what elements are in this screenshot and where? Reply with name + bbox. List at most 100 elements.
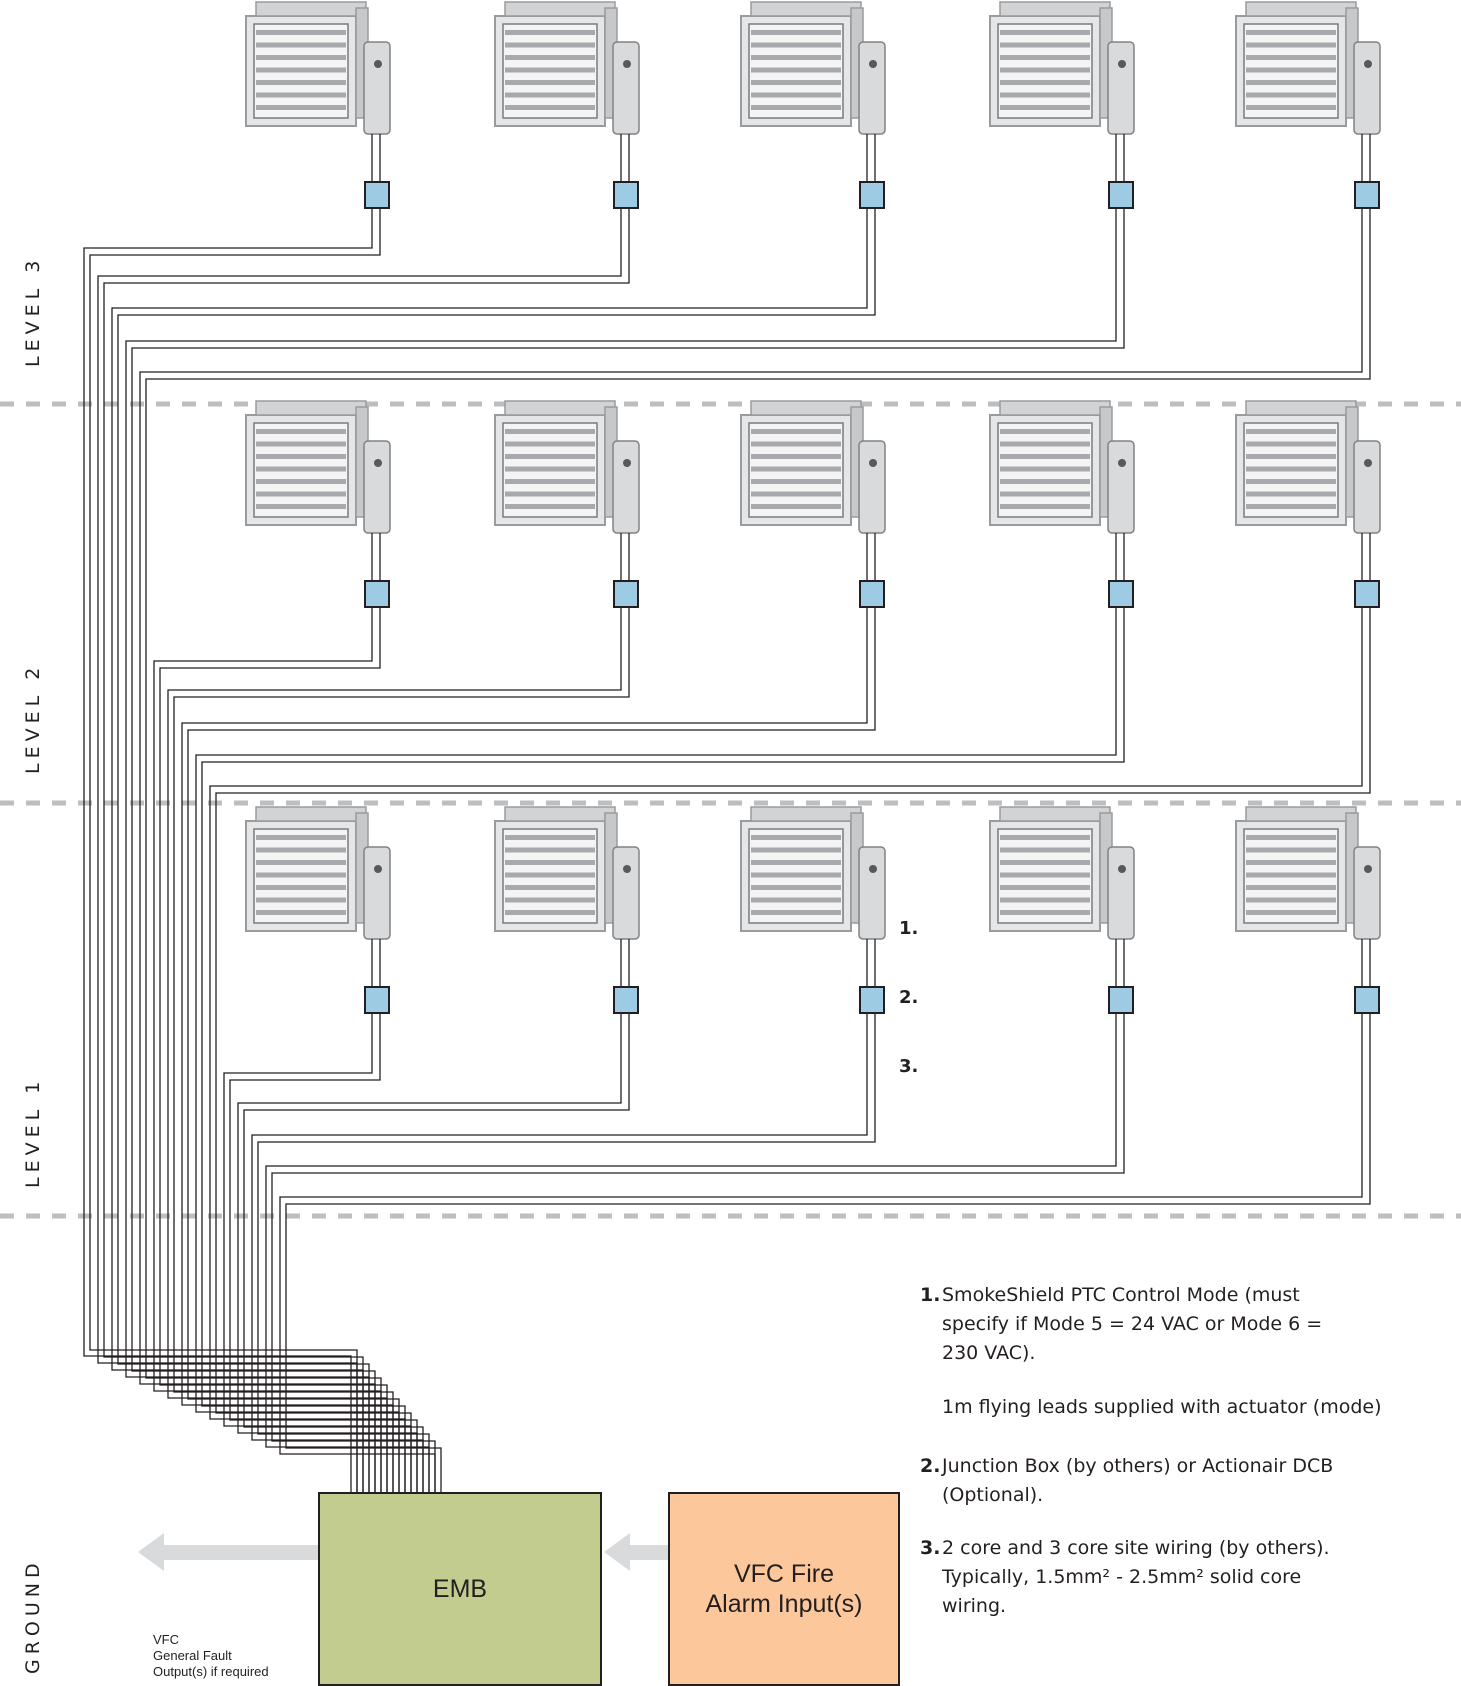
damper-blade — [1000, 885, 1090, 890]
damper-frame-top — [750, 806, 862, 822]
damper-blade — [1000, 105, 1090, 110]
actuator-knob — [1118, 60, 1126, 68]
fire-damper — [740, 400, 886, 608]
note-1-text: SmokeShield PTC Control Mode (must speci… — [942, 1284, 1323, 1364]
junction-box — [613, 580, 639, 608]
wire-conductor — [209, 607, 1363, 1492]
damper-frame-top — [750, 400, 862, 416]
damper-blade — [1246, 860, 1336, 865]
actuator-knob — [1364, 865, 1372, 873]
wire-conductor — [159, 607, 388, 1492]
wire-conductor — [243, 1013, 630, 1492]
actuator-knob — [623, 60, 631, 68]
wire-conductor — [279, 1013, 1363, 1492]
damper-blade — [751, 42, 841, 48]
damper-blade — [256, 105, 346, 110]
note-3-text: 2 core and 3 core site wiring (by others… — [942, 1537, 1330, 1617]
junction-box — [1354, 181, 1380, 209]
damper-blade — [751, 67, 841, 73]
actuator-knob — [1118, 459, 1126, 467]
actuator — [1353, 846, 1381, 940]
fault-output-line2: General Fault — [153, 1648, 232, 1663]
actuator-knob — [1364, 60, 1372, 68]
actuator — [858, 846, 886, 940]
damper-blade — [1246, 479, 1336, 484]
damper-blade — [256, 910, 346, 915]
damper-blade — [256, 491, 346, 497]
damper-blade — [1246, 441, 1336, 447]
damper-blade — [505, 897, 595, 903]
damper-blade — [1000, 429, 1090, 434]
wire-conductor — [195, 607, 1117, 1492]
damper-blade — [751, 441, 841, 447]
fire-dampers — [245, 1, 1381, 1014]
junction-box — [1108, 181, 1134, 209]
damper-blade — [256, 30, 346, 35]
damper-blade — [751, 847, 841, 853]
damper-frame-top — [255, 806, 367, 822]
junction-box — [1108, 580, 1134, 608]
damper-blade — [256, 479, 346, 484]
damper-blade — [1000, 55, 1090, 60]
wire-conductor — [111, 208, 868, 1492]
damper-blade — [1000, 80, 1090, 85]
damper-blade — [1246, 30, 1336, 35]
actuator — [1353, 440, 1381, 534]
damper-blade — [1000, 910, 1090, 915]
actuator — [1353, 41, 1381, 135]
damper-blade — [1246, 429, 1336, 434]
damper-blade — [505, 860, 595, 865]
damper-blade — [505, 847, 595, 853]
damper-blade — [1000, 847, 1090, 853]
actuator-knob — [374, 60, 382, 68]
damper-frame-top — [999, 1, 1111, 17]
damper-frame-top — [999, 400, 1111, 416]
damper-blade — [505, 429, 595, 434]
damper-blade — [1246, 847, 1336, 853]
damper-blade — [256, 466, 346, 472]
wire-conductor — [285, 1013, 1371, 1492]
fire-damper — [740, 806, 886, 1014]
damper-blade — [1246, 491, 1336, 497]
junction-box — [1108, 986, 1134, 1014]
level-2-label: LEVEL 2 — [22, 662, 44, 774]
fire-damper — [989, 1, 1135, 209]
wire-conductor — [139, 208, 1363, 1492]
note-1-detail: 1m flying leads supplied with actuator (… — [942, 1393, 1452, 1422]
damper-frame-top — [255, 1, 367, 17]
damper-blade — [1246, 910, 1336, 915]
damper-blade — [1246, 92, 1336, 98]
actuator-knob — [869, 865, 877, 873]
site-wiring — [83, 208, 1371, 1492]
fire-damper — [494, 1, 640, 209]
junction-box — [1354, 986, 1380, 1014]
damper-blade — [751, 491, 841, 497]
damper-blade — [505, 872, 595, 878]
fire-alarm-input-box: VFC Fire Alarm Input(s) — [668, 1492, 900, 1686]
note-1-detail-text: 1m flying leads supplied with actuator (… — [942, 1396, 1382, 1418]
damper-frame-top — [750, 1, 862, 17]
actuator-knob — [869, 459, 877, 467]
fire-damper — [740, 1, 886, 209]
note-3-number: 3. — [920, 1537, 941, 1559]
damper-blade — [1246, 80, 1336, 85]
damper-blade — [1000, 42, 1090, 48]
damper-blade — [1000, 835, 1090, 840]
fire-damper — [245, 1, 391, 209]
junction-box — [859, 181, 885, 209]
damper-blade — [751, 860, 841, 865]
fault-output-arrow — [138, 1533, 318, 1571]
damper-blade — [1000, 441, 1090, 447]
damper-blade — [505, 441, 595, 447]
damper-blade — [505, 80, 595, 85]
damper-blade — [1000, 454, 1090, 459]
damper-frame-top — [504, 1, 616, 17]
damper-blade — [1000, 30, 1090, 35]
note-1: 1. SmokeShield PTC Control Mode (must sp… — [920, 1281, 1452, 1368]
wire-conductor — [173, 607, 630, 1492]
actuator — [1107, 846, 1135, 940]
damper-blade — [1000, 92, 1090, 98]
damper-blade — [1000, 67, 1090, 73]
junction-box — [613, 986, 639, 1014]
damper-blade — [751, 897, 841, 903]
